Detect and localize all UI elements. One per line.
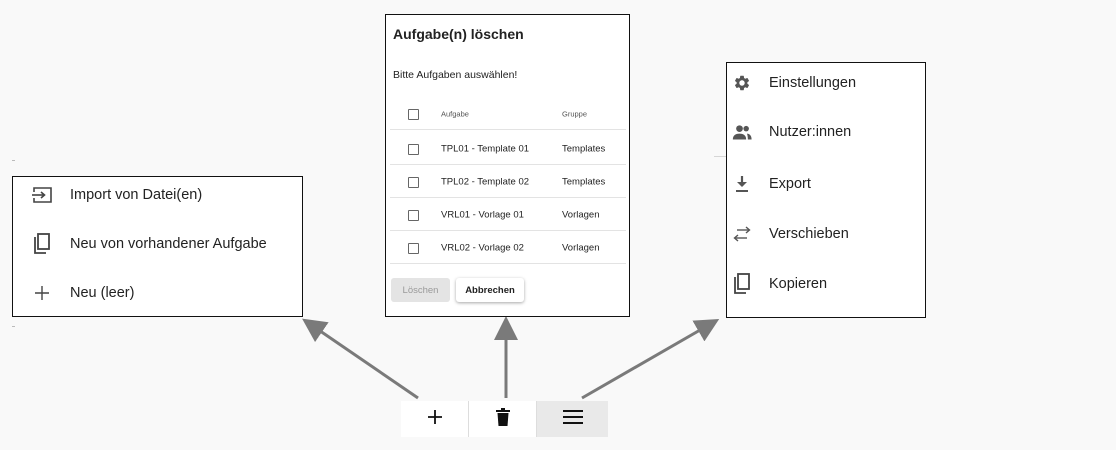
menu-item-export[interactable]: Export <box>727 164 925 204</box>
menu-item-import[interactable]: Import von Datei(en) <box>13 171 302 219</box>
table-row[interactable]: VRL01 - Vorlage 01 Vorlagen <box>390 199 626 231</box>
menu-item-copy[interactable]: Kopieren <box>727 264 925 304</box>
row-checkbox[interactable] <box>408 209 419 221</box>
import-icon <box>31 184 53 206</box>
menu-item-users[interactable]: Nutzer:innen <box>727 112 925 152</box>
menu-item-new-from-existing[interactable]: Neu von vorhandener Aufgabe <box>13 220 302 268</box>
cancel-button[interactable]: Abbrechen <box>456 278 524 302</box>
gear-icon <box>732 73 752 93</box>
menu-icon <box>562 409 583 429</box>
swap-icon <box>732 224 752 244</box>
select-all-checkbox[interactable] <box>408 108 419 120</box>
dialog-title: Aufgabe(n) löschen <box>393 26 524 42</box>
task-cell: VRL02 - Vorlage 02 <box>441 242 524 253</box>
menu-button[interactable] <box>537 401 608 437</box>
column-header-task: Aufgabe <box>441 109 469 118</box>
table-header: Aufgabe Gruppe <box>390 98 626 130</box>
download-icon <box>732 174 752 194</box>
task-cell: VRL01 - Vorlage 01 <box>441 209 524 220</box>
dialog-prompt: Bitte Aufgaben auswählen! <box>393 69 518 81</box>
table-row[interactable]: VRL02 - Vorlage 02 Vorlagen <box>390 232 626 264</box>
edge-tick <box>12 160 15 161</box>
menu-item-label: Export <box>769 176 811 192</box>
arrow-to-more-menu <box>581 319 720 400</box>
menu-item-label: Verschieben <box>769 226 849 242</box>
table-row[interactable]: TPL01 - Template 01 Templates <box>390 133 626 165</box>
group-cell: Templates <box>562 176 606 187</box>
copy-icon <box>732 273 752 294</box>
menu-item-label: Nutzer:innen <box>769 124 852 140</box>
more-menu: Einstellungen Nutzer:innen Export <box>726 62 926 318</box>
plus-icon <box>31 282 53 304</box>
menu-item-label: Kopieren <box>769 276 828 292</box>
plus-icon <box>427 409 443 430</box>
action-toolbar <box>401 401 608 437</box>
group-cell: Vorlagen <box>562 242 600 253</box>
add-menu: Import von Datei(en) Neu von vorhandener… <box>12 176 303 317</box>
delete-button[interactable]: Löschen <box>391 278 450 302</box>
table-row[interactable]: TPL02 - Template 02 Templates <box>390 166 626 198</box>
delete-button[interactable] <box>469 401 537 437</box>
menu-item-move[interactable]: Verschieben <box>727 214 925 254</box>
row-checkbox[interactable] <box>408 143 419 155</box>
menu-item-label: Import von Datei(en) <box>70 187 203 203</box>
menu-item-label: Neu von vorhandener Aufgabe <box>70 236 267 252</box>
task-cell: TPL02 - Template 02 <box>441 176 530 187</box>
trash-icon <box>495 407 510 431</box>
row-checkbox[interactable] <box>408 176 419 188</box>
arrow-to-add-menu <box>302 318 419 400</box>
menu-item-label: Neu (leer) <box>70 285 135 301</box>
menu-item-label: Einstellungen <box>769 75 857 91</box>
people-icon <box>732 122 752 142</box>
menu-item-new-empty[interactable]: Neu (leer) <box>13 269 302 317</box>
group-cell: Vorlagen <box>562 209 600 220</box>
task-cell: TPL01 - Template 01 <box>441 143 530 154</box>
group-cell: Templates <box>562 143 606 154</box>
column-header-group: Gruppe <box>562 109 588 118</box>
delete-dialog: Aufgabe(n) löschen Bitte Aufgaben auswäh… <box>385 14 630 317</box>
copy-icon <box>31 233 53 255</box>
menu-item-settings[interactable]: Einstellungen <box>727 63 925 103</box>
edge-tick <box>12 326 15 327</box>
row-checkbox[interactable] <box>408 242 419 254</box>
add-button[interactable] <box>401 401 469 437</box>
